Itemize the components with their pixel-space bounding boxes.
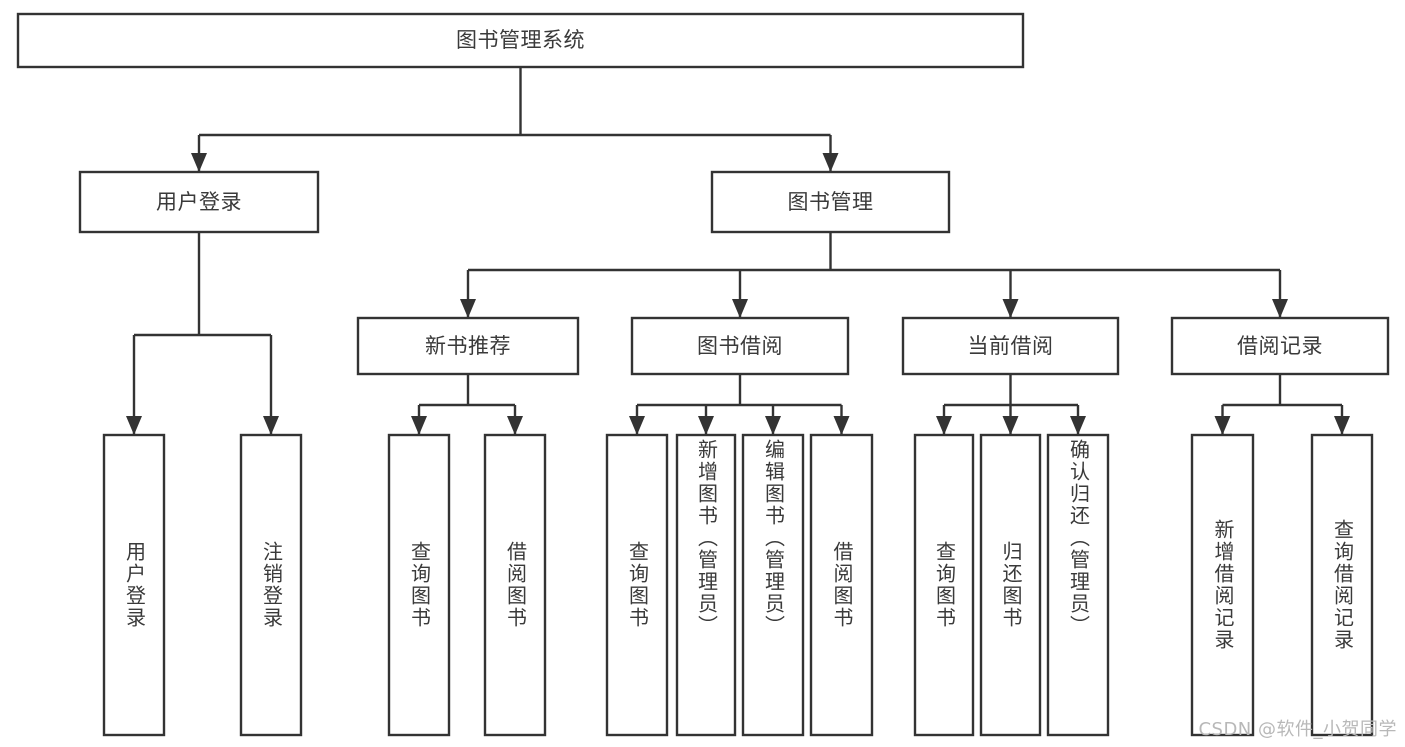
arrow-head-query-books-1 [411, 416, 427, 435]
node-box-current-borrow[interactable] [901, 316, 1120, 376]
arrow-head-return-books [1002, 416, 1019, 435]
arrow-head-query-books-2 [629, 416, 645, 435]
arrow-head-query-borrow-record [1334, 416, 1350, 435]
node-box-user-login[interactable] [78, 170, 320, 234]
node-box-edit-book-admin[interactable] [741, 433, 805, 737]
arrow-head-edit-book-admin [765, 416, 781, 435]
node-box-add-book-admin[interactable] [675, 433, 737, 737]
node-box-book-borrow[interactable] [630, 316, 850, 376]
node-box-return-books[interactable] [979, 433, 1042, 737]
arrow-head-current-borrow [1002, 299, 1019, 318]
node-box-query-books-3[interactable] [913, 433, 975, 737]
node-box-new-book-recommend[interactable] [356, 316, 580, 376]
arrow-head-book-borrow [732, 299, 748, 318]
node-box-confirm-return-admin[interactable] [1046, 433, 1110, 737]
node-box-query-books-2[interactable] [605, 433, 669, 737]
arrow-head-new-book-recommend [460, 299, 476, 318]
node-box-query-books-1[interactable] [387, 433, 451, 737]
arrow-head-add-book-admin [698, 416, 714, 435]
node-box-root[interactable] [16, 12, 1025, 69]
node-box-user-login-do[interactable] [102, 433, 166, 737]
watermark: CSDN @软件_小贺同学 [1198, 719, 1397, 740]
arrow-head-user-login [191, 153, 207, 172]
arrow-head-query-books-3 [936, 416, 952, 435]
node-box-borrow-record[interactable] [1170, 316, 1390, 376]
arrow-head-user-logout [263, 416, 279, 435]
arrow-head-borrow-record [1272, 299, 1288, 318]
arrow-head-borrow-books-2 [833, 416, 850, 435]
node-box-borrow-books-1[interactable] [483, 433, 547, 737]
node-box-borrow-books-2[interactable] [809, 433, 874, 737]
arrow-head-add-borrow-record [1214, 416, 1231, 435]
node-box-query-borrow-record[interactable] [1310, 433, 1374, 737]
arrow-head-user-login-do [126, 416, 142, 435]
node-box-add-borrow-record[interactable] [1190, 433, 1255, 737]
node-box-book-management[interactable] [710, 170, 951, 234]
arrow-head-confirm-return-admin [1070, 416, 1086, 435]
arrow-head-borrow-books-1 [507, 416, 523, 435]
node-box-user-logout[interactable] [239, 433, 303, 737]
arrow-head-book-management [822, 153, 839, 172]
